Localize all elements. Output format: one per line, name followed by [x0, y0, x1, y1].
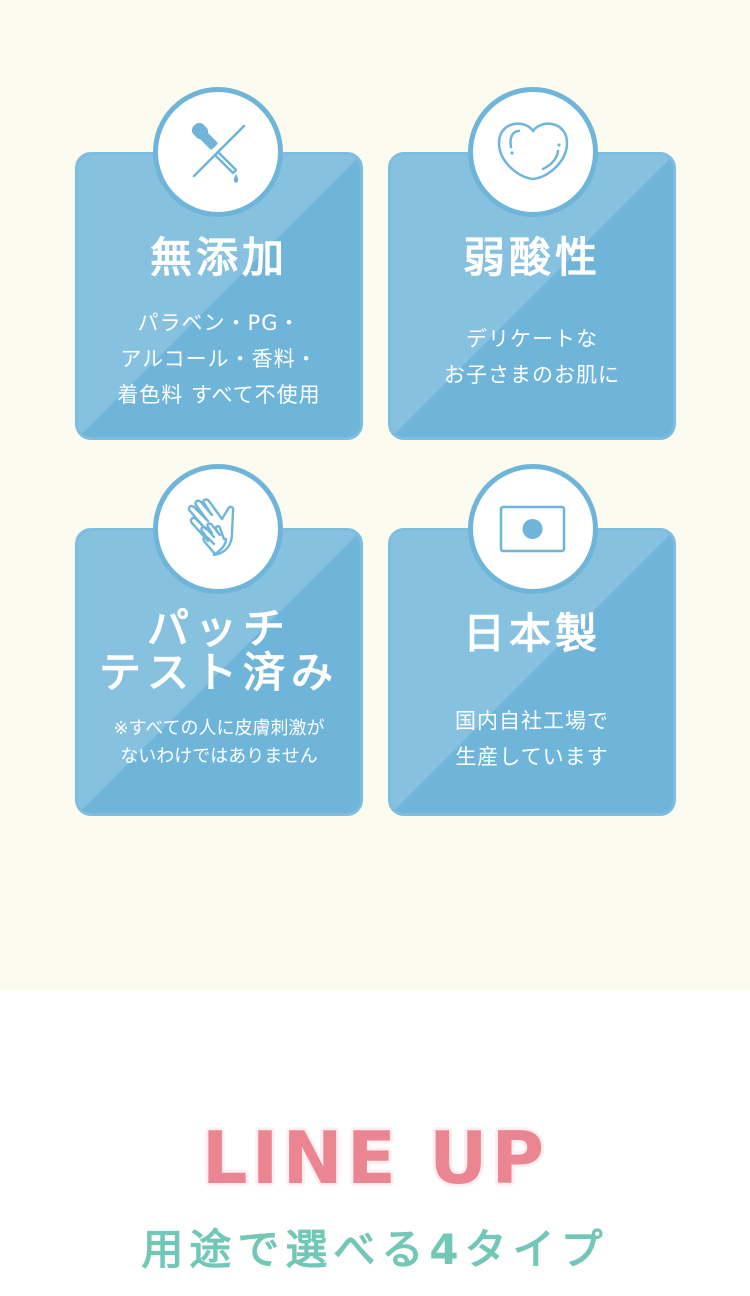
feature-description: デリケートな お子さまのお肌に: [391, 321, 673, 393]
feature-line: 着色料 すべて不使用: [117, 383, 321, 407]
feature-title: 無添加: [149, 233, 288, 282]
feature-line: パラベン・PG・: [137, 311, 301, 335]
feature-line: 生産しています: [455, 745, 609, 769]
feature-title: 日本製: [462, 609, 601, 658]
lineup-title: LINE UP: [201, 1116, 549, 1200]
hands-icon: [153, 464, 283, 594]
feature-line: お子さまのお肌に: [444, 363, 620, 387]
feature-title-line: テスト済み: [98, 648, 339, 697]
feature-line: アルコール・香料・: [120, 347, 318, 371]
wave-divider: [0, 950, 750, 983]
features-section: [0, 0, 750, 990]
feature-description: パラベン・PG・ アルコール・香料・ 着色料 すべて不使用: [78, 305, 360, 413]
feature-description: 国内自社工場で 生産しています: [391, 703, 673, 775]
feature-title-line: パッチ: [146, 604, 291, 653]
japan-flag-icon: [468, 464, 598, 594]
feature-line: デリケートな: [466, 327, 598, 351]
heart-icon: [468, 87, 598, 217]
feature-description: ※すべての人に皮膚刺激が ないわけではありません: [78, 715, 360, 771]
feature-title: パッチ テスト済み: [78, 607, 360, 695]
feature-title: 弱酸性: [462, 233, 601, 282]
feature-line: ないわけではありません: [120, 746, 318, 767]
feature-line: 国内自社工場で: [455, 709, 609, 733]
lineup-subtitle: 用途で選べる4タイプ: [141, 1225, 609, 1274]
no-dropper-icon: [153, 87, 283, 217]
feature-line: ※すべての人に皮膚刺激が: [113, 718, 325, 739]
